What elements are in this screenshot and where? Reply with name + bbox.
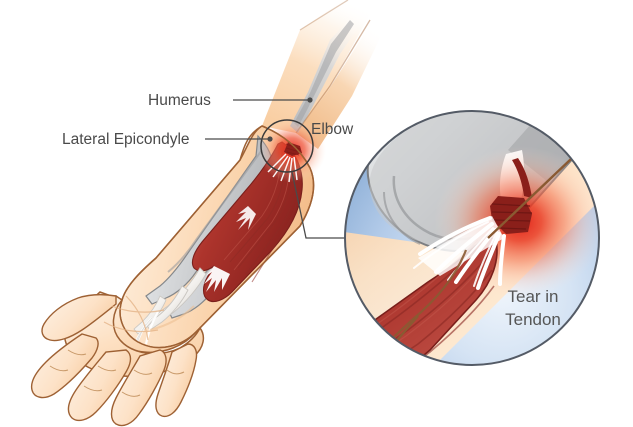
index-knuckle-crease <box>67 349 87 356</box>
tear-edge-upper <box>512 158 532 198</box>
elbow-label-text: Elbow <box>311 121 354 138</box>
tear-stump-fibers <box>491 203 533 230</box>
palm-shadow <box>149 305 195 331</box>
index-finger <box>30 333 99 399</box>
ulna-shading <box>167 149 263 273</box>
index-knuckle-crease-2 <box>49 365 69 372</box>
inset-circle-outline <box>344 110 600 366</box>
upper-arm-outline-left <box>299 0 349 31</box>
forearm <box>119 118 326 355</box>
elbow-circle-outline <box>260 119 314 173</box>
extensor-muscles <box>191 141 303 303</box>
tendon-sheet <box>418 216 504 276</box>
little-finger <box>155 343 198 418</box>
torn-tendon-fibers <box>267 153 298 183</box>
label-tear-in-tendon: Tear in Tendon <box>505 287 561 329</box>
tear-label-line1: Tear in <box>507 287 558 306</box>
forearm-outline-outer <box>195 125 315 333</box>
hand <box>30 291 205 427</box>
muscle-tendon-fray-lower <box>204 266 230 292</box>
ring-finger <box>110 349 167 427</box>
humerus-leader-dot <box>307 97 313 103</box>
tear-core-striations <box>285 143 301 156</box>
middle-knuckle-crease-2 <box>83 385 103 392</box>
elbow-callout-circle <box>260 119 314 173</box>
label-elbow: Elbow <box>311 121 354 138</box>
inset-bone-shade <box>369 111 584 244</box>
forearm-outline-inner <box>121 125 263 301</box>
labels-layer: Humerus Lateral Epicondyle Elbow Tear in… <box>62 92 561 329</box>
inset-condyle-contour-2 <box>383 191 421 245</box>
ring-knuckle-crease-2 <box>121 391 141 397</box>
ring-knuckle-crease <box>133 369 153 375</box>
tear-label-line2: Tendon <box>505 310 561 329</box>
extensor-muscle-belly <box>191 141 303 303</box>
label-humerus: Humerus <box>148 92 313 109</box>
middle-finger <box>67 349 132 422</box>
humerus-label-text: Humerus <box>148 92 211 109</box>
middle-knuckle-crease <box>97 365 117 372</box>
lateral-epicondyle-leader-dot <box>267 136 273 142</box>
thumb <box>41 293 117 342</box>
palm-creases <box>103 295 165 341</box>
main-arm-view <box>30 0 384 427</box>
callout-connector-line <box>291 171 345 239</box>
upper-arm-skin-shadow <box>296 22 384 149</box>
inset-forearm-contour <box>355 249 468 365</box>
little-knuckle-crease <box>166 369 185 375</box>
muscle-tendon-fray-mid <box>236 206 256 230</box>
upper-arm-outline-right <box>295 19 371 134</box>
lateral-epicondyle-label-text: Lateral Epicondyle <box>62 131 190 148</box>
label-lateral-epicondyle: Lateral Epicondyle <box>62 131 273 148</box>
